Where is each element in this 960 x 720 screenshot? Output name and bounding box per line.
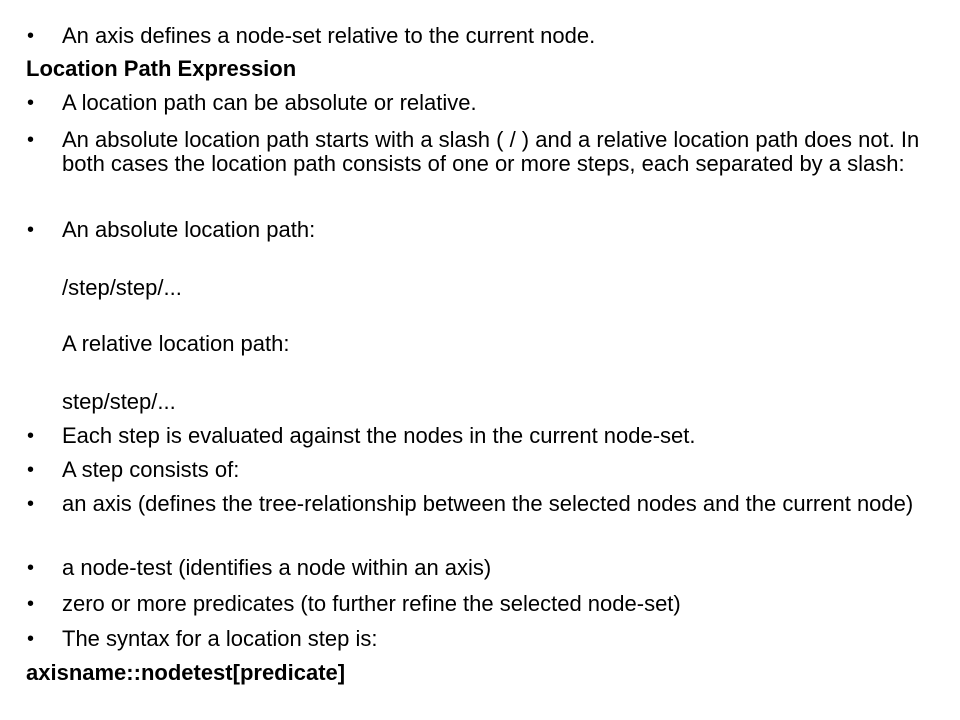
bullet-icon: • — [27, 92, 35, 114]
bullet-text: Each step is evaluated against the nodes… — [62, 423, 696, 448]
bullet-item: • An absolute location path: — [0, 218, 940, 242]
bullet-text: An absolute location path: — [62, 217, 316, 242]
bullet-icon: • — [27, 425, 35, 447]
bullet-item: • The syntax for a location step is: — [0, 627, 940, 651]
bullet-text: a node-test (identifies a node within an… — [62, 555, 492, 580]
bullet-icon: • — [27, 459, 35, 481]
section-heading: Location Path Expression — [26, 56, 297, 81]
relative-path-label: A relative location path: — [62, 331, 290, 356]
bullet-icon: • — [27, 593, 35, 615]
bullet-icon: • — [27, 129, 35, 151]
bullet-item: • Each step is evaluated against the nod… — [0, 424, 940, 448]
bullet-text: An axis defines a node-set relative to t… — [62, 23, 596, 48]
bullet-item: • zero or more predicates (to further re… — [0, 592, 940, 616]
bullet-icon: • — [27, 628, 35, 650]
bullet-text: A step consists of: — [62, 457, 240, 482]
bullet-text: A location path can be absolute or relat… — [62, 90, 477, 115]
example-absolute-path: /step/step/... — [62, 275, 182, 300]
bullet-item: • a node-test (identifies a node within … — [0, 556, 940, 580]
bullet-icon: • — [27, 493, 35, 515]
syntax-expression: axisname::nodetest[predicate] — [26, 660, 346, 685]
bullet-item: • A location path can be absolute or rel… — [0, 91, 940, 115]
bullet-icon: • — [27, 219, 35, 241]
bullet-icon: • — [27, 25, 35, 47]
bullet-item: • An absolute location path starts with … — [0, 128, 940, 176]
bullet-icon: • — [27, 557, 35, 579]
bullet-text: An absolute location path starts with a … — [62, 127, 920, 176]
bullet-item: • an axis (defines the tree-relationship… — [0, 492, 940, 516]
bullet-text: zero or more predicates (to further refi… — [62, 591, 681, 616]
bullet-item: • An axis defines a node-set relative to… — [0, 24, 940, 48]
example-relative-path: step/step/... — [62, 389, 176, 414]
bullet-text: The syntax for a location step is: — [62, 626, 378, 651]
bullet-item: • A step consists of: — [0, 458, 940, 482]
bullet-text: an axis (defines the tree-relationship b… — [62, 491, 914, 516]
